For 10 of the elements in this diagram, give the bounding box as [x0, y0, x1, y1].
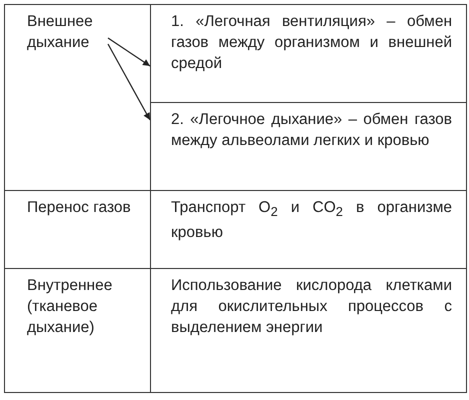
row-heading: Внешнее дыхание — [27, 11, 107, 53]
row-heading: Внутреннее (тканевое дыхание) — [27, 276, 114, 338]
row-heading: Перенос газов — [27, 198, 132, 218]
arrow — [107, 44, 151, 120]
cell-text: Транспорт O$_{2}$ и CO$_{2}$ в организме кровью — [171, 198, 452, 244]
cell-text: 2. «Легочное дыхание» – обмен газов между альвеолами легких и кровью — [171, 110, 452, 151]
cell-text: Использование кислорода клетками для окислительных процессов с выделением энергии — [171, 276, 452, 338]
table-cell — [150, 4, 467, 103]
arrow — [108, 38, 150, 66]
cell-text: 1. «Легочная вентиляция» – обмен газов между организмом и внешней средой — [171, 12, 452, 74]
